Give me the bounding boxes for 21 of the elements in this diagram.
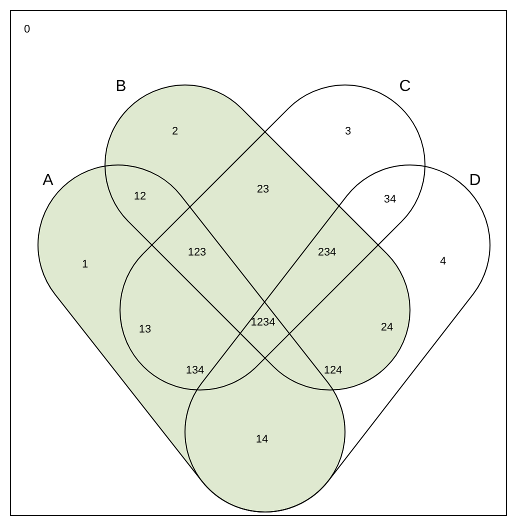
region-label: 1 — [82, 260, 88, 270]
region-label: 124 — [324, 366, 342, 376]
region-label: 12 — [134, 192, 146, 202]
region-label: 3 — [344, 126, 352, 138]
region-label: 234 — [318, 248, 336, 258]
region-label: 24 — [380, 322, 394, 334]
set-label: C — [399, 79, 411, 95]
universe-box — [10, 10, 507, 516]
region-label: 1234 — [250, 318, 276, 328]
region-label: 14 — [256, 434, 268, 446]
region-label: 2 — [172, 126, 178, 138]
region-label: 13 — [138, 324, 152, 336]
set-label: D — [469, 173, 481, 189]
region-label: 134 — [186, 366, 204, 376]
region-label: 123 — [188, 248, 206, 258]
set-label: B — [116, 79, 126, 95]
universe-label: 0 — [24, 24, 30, 36]
region-label: 4 — [440, 256, 446, 268]
region-label: 23 — [256, 184, 270, 196]
set-label: A — [42, 173, 54, 189]
region-label: 34 — [384, 194, 396, 206]
